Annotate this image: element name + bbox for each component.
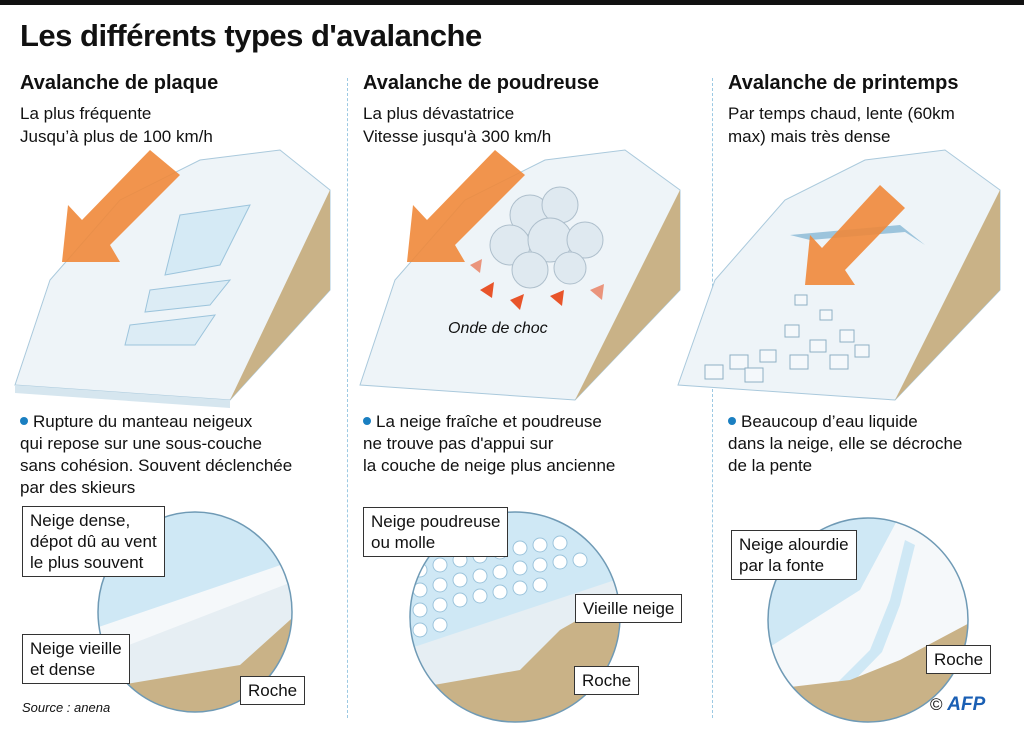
bullet-dot-icon — [363, 417, 371, 425]
description-spring: Beaucoup d’eau liquide dans la neige, el… — [728, 411, 962, 477]
label-old-snow: Vieille neige — [575, 594, 683, 623]
description-text: Rupture du manteau neigeux qui repose su… — [20, 412, 293, 497]
arrow-icon — [62, 150, 180, 262]
afp-credit: © AFP — [930, 694, 985, 716]
subtitle-line: Jusqu’à plus de 100 km/h — [20, 127, 213, 146]
powder-avalanche-illustration — [359, 149, 681, 401]
bullet-dot-icon — [728, 417, 736, 425]
label-dense-snow: Neige dense, dépot dû au vent le plus so… — [22, 506, 165, 577]
shockwave-annotation: Onde de choc — [448, 320, 548, 337]
copyright-symbol: © — [930, 695, 943, 714]
spring-avalanche-illustration — [677, 149, 1001, 401]
subtitle-spring: Par temps chaud, lente (60km max) mais t… — [728, 102, 955, 148]
subtitle-line: max) mais très dense — [728, 127, 891, 146]
subtitle-powder: La plus dévastatrice Vitesse jusqu'à 300… — [363, 102, 551, 148]
page-title: Les différents types d'avalanche — [20, 18, 482, 53]
description-powder: La neige fraîche et poudreuse ne trouve … — [363, 411, 615, 477]
heading-spring-avalanche: Avalanche de printemps — [728, 72, 959, 94]
heading-slab-avalanche: Avalanche de plaque — [20, 72, 219, 94]
subtitle-line: La plus dévastatrice — [363, 104, 515, 123]
arrow-icon — [805, 185, 905, 285]
description-text: La neige fraîche et poudreuse ne trouve … — [363, 412, 616, 475]
bullet-dot-icon — [20, 417, 28, 425]
label-powder-snow: Neige poudreuse ou molle — [363, 507, 509, 557]
subtitle-line: La plus fréquente — [20, 104, 152, 123]
heading-powder-avalanche: Avalanche de poudreuse — [363, 72, 599, 94]
description-text: Beaucoup d’eau liquide dans la neige, el… — [728, 412, 963, 475]
column-divider — [712, 78, 713, 718]
label-old-dense-snow: Neige vieille et dense — [22, 634, 130, 684]
label-heavy-snow: Neige alourdie par la fonte — [731, 530, 857, 580]
subtitle-line: Par temps chaud, lente (60km — [728, 104, 955, 123]
label-rock: Roche — [240, 676, 306, 705]
subtitle-slab: La plus fréquente Jusqu’à plus de 100 km… — [20, 102, 213, 148]
source-note: Source : anena — [22, 700, 111, 715]
slab-avalanche-illustration — [14, 149, 331, 408]
top-bar — [0, 0, 1024, 5]
arrow-icon — [407, 150, 525, 262]
description-slab: Rupture du manteau neigeux qui repose su… — [20, 411, 292, 499]
column-divider — [347, 78, 348, 718]
afp-logo: AFP — [947, 694, 986, 715]
label-rock: Roche — [926, 645, 992, 674]
subtitle-line: Vitesse jusqu'à 300 km/h — [363, 127, 552, 146]
label-rock: Roche — [574, 666, 640, 695]
